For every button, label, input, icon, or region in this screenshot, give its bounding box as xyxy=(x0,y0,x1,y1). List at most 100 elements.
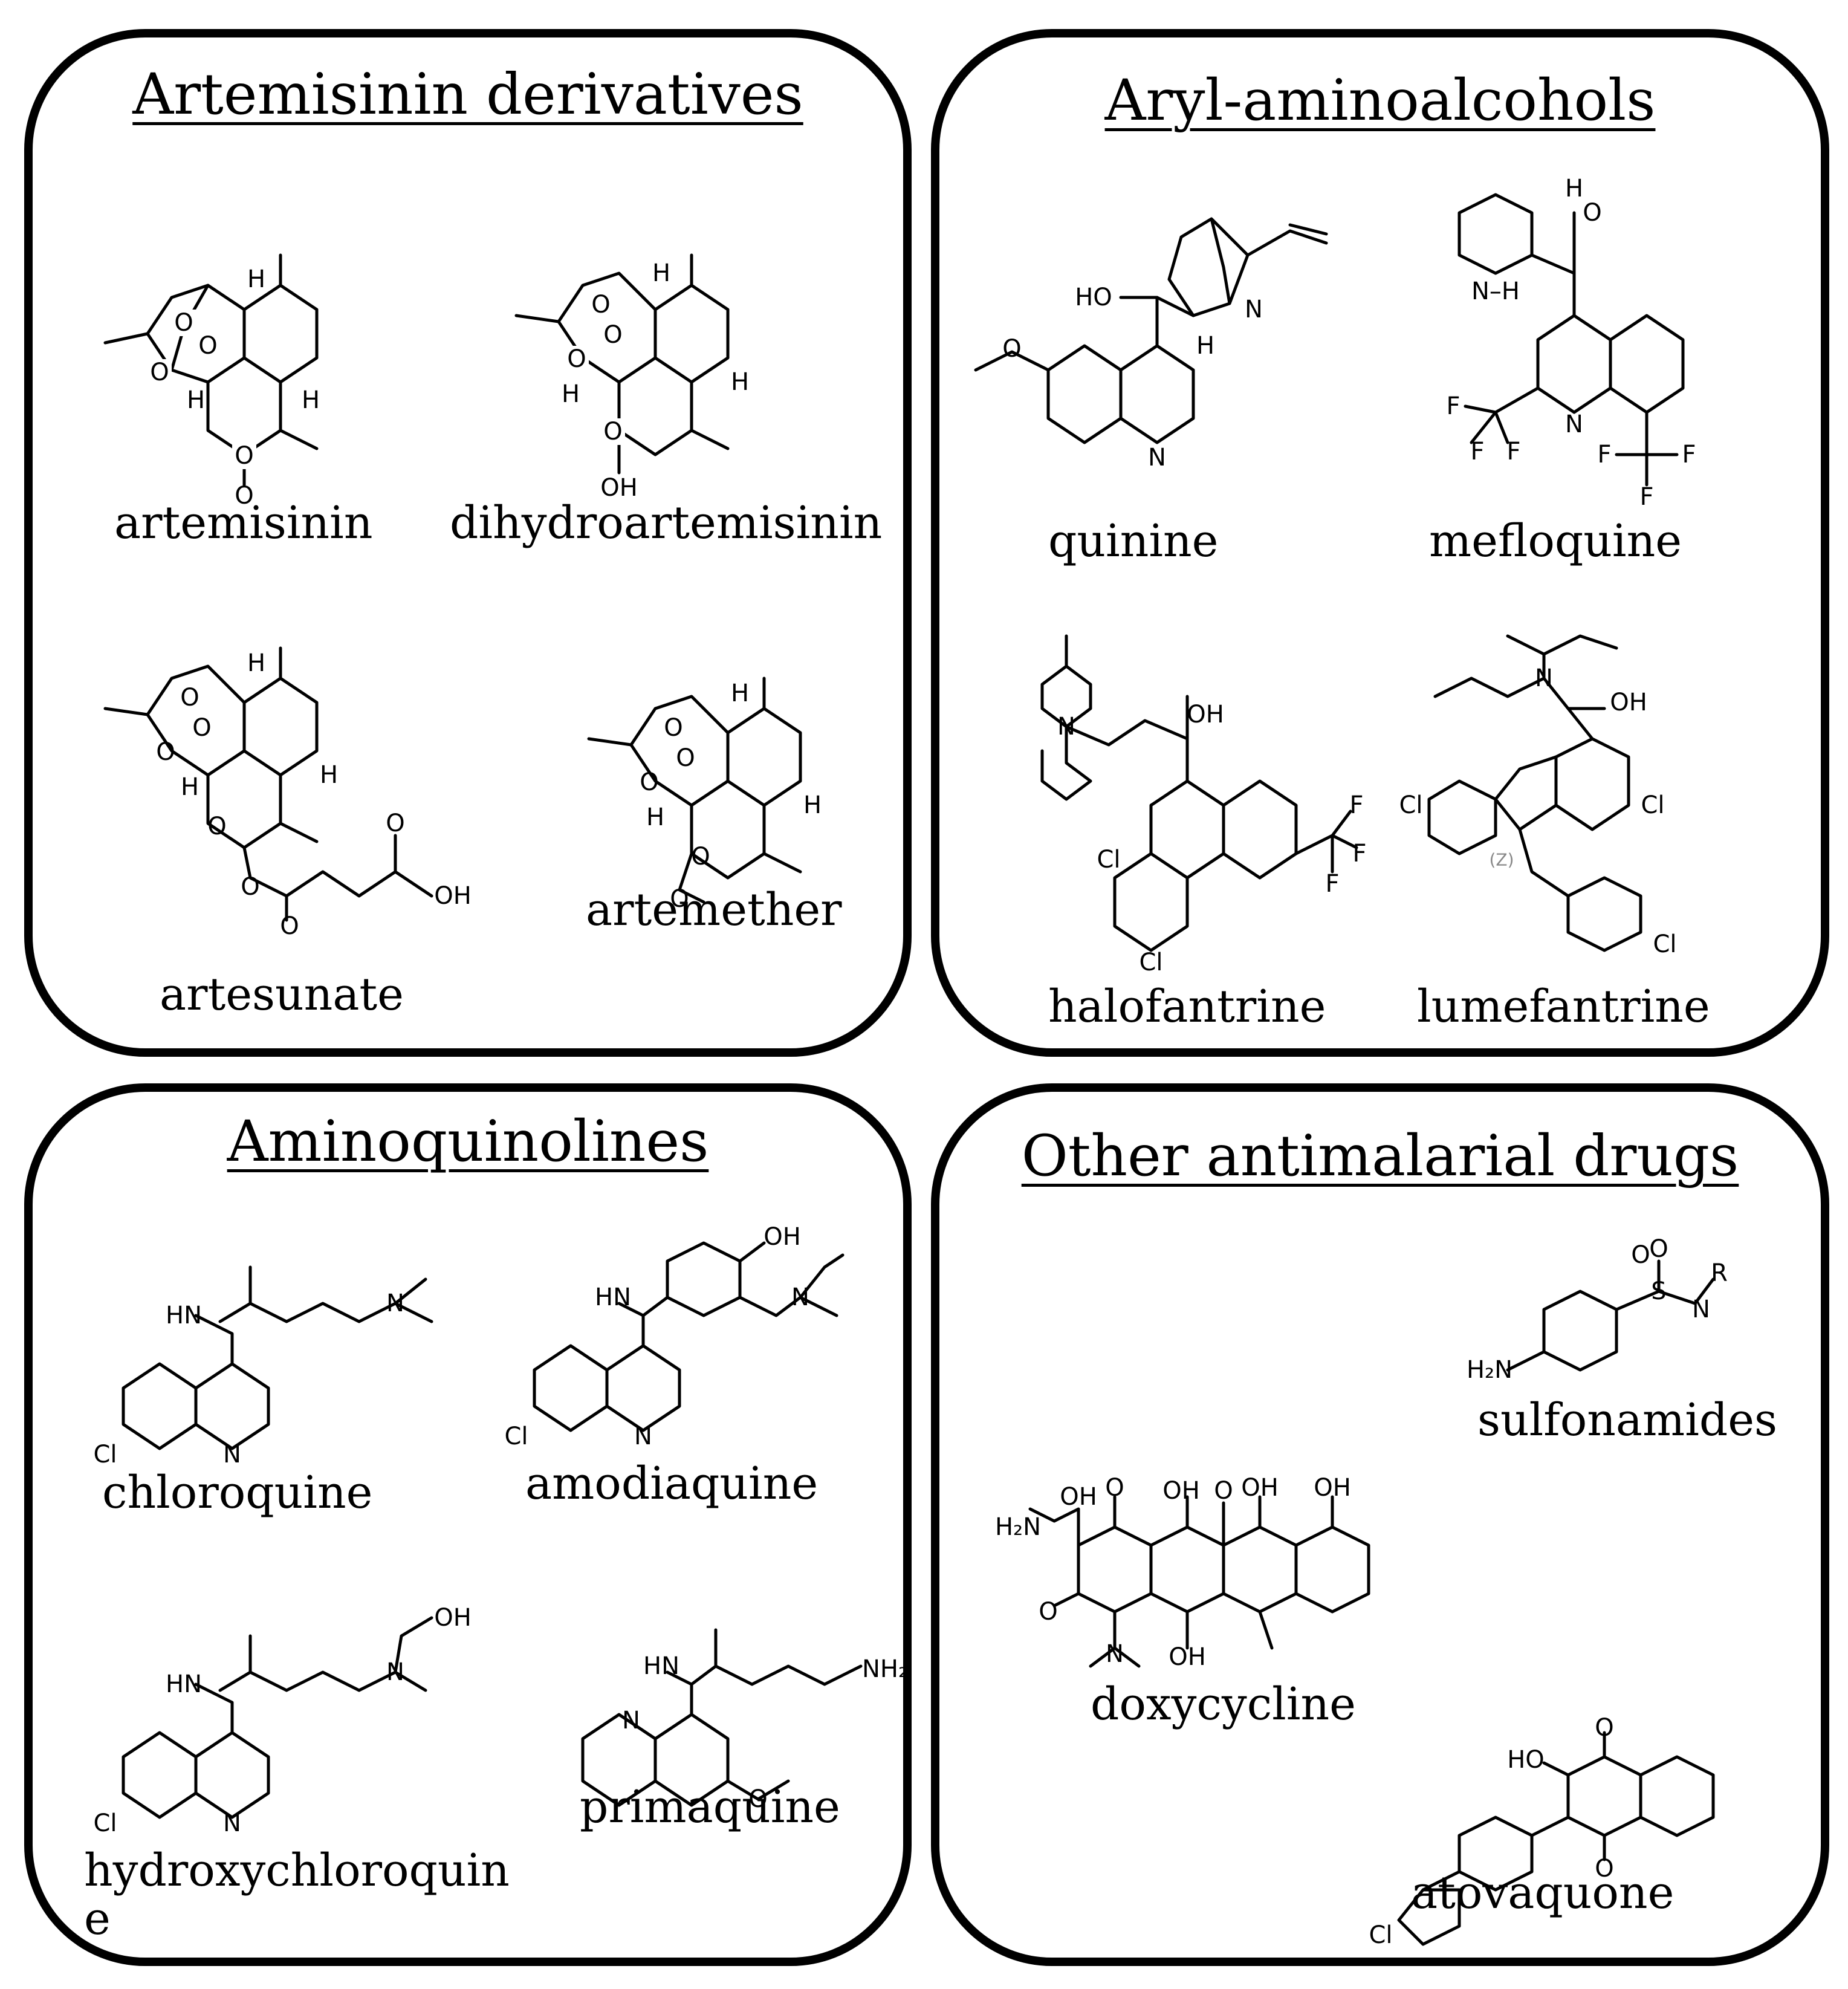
artemisinin-derivatives-panel: Artemisinin derivatives O O O O O H H H … xyxy=(24,29,912,1057)
svg-text:H: H xyxy=(731,680,749,707)
svg-text:O: O xyxy=(235,482,253,510)
artemisinin-structure: O O O O O H H H xyxy=(103,253,320,510)
svg-text:H: H xyxy=(1565,175,1583,203)
svg-text:H₂N: H₂N xyxy=(1467,1356,1512,1384)
svg-text:O: O xyxy=(603,321,622,349)
svg-text:O: O xyxy=(670,885,689,913)
drug-name: lumefantrine xyxy=(1417,981,1710,1033)
svg-text:(Z): (Z) xyxy=(1489,850,1514,870)
artesunate-structure: O O O O O O O OH H H H xyxy=(103,646,472,940)
drug-name: mefloquine xyxy=(1429,515,1682,567)
svg-text:O: O xyxy=(198,332,217,360)
drug-name: chloroquine xyxy=(102,1467,373,1519)
svg-text:OH: OH xyxy=(764,1223,801,1251)
svg-text:N: N xyxy=(1535,664,1553,692)
panel-title: Aryl-aminoalcohols xyxy=(1104,68,1656,134)
svg-text:H: H xyxy=(731,368,749,396)
doxycycline-structure: OH H₂N O OH O OH OH O N OH xyxy=(995,1474,1370,1671)
svg-text:S: S xyxy=(1651,1277,1666,1305)
svg-text:O: O xyxy=(640,768,658,796)
svg-text:F: F xyxy=(1506,438,1520,466)
chloroquine-structure: Cl N HN N xyxy=(93,1265,433,1468)
drug-name: sulfonamides xyxy=(1477,1394,1777,1446)
svg-text:O: O xyxy=(603,418,622,446)
svg-text:O: O xyxy=(1595,1714,1613,1742)
svg-text:N: N xyxy=(634,1423,652,1450)
svg-text:NH₂: NH₂ xyxy=(862,1655,908,1683)
svg-text:O: O xyxy=(664,714,682,742)
svg-text:O: O xyxy=(280,912,299,940)
svg-text:H: H xyxy=(187,386,205,414)
artemether-structure: O O O O O H H H xyxy=(587,677,822,913)
drug-name: artemether xyxy=(586,884,842,936)
amodiaquine-structure: Cl N HN OH N xyxy=(504,1223,845,1450)
svg-text:F: F xyxy=(1352,840,1366,868)
svg-text:H: H xyxy=(646,803,664,831)
svg-text:N–H: N–H xyxy=(1471,277,1520,305)
svg-text:O: O xyxy=(1631,1241,1650,1269)
drug-name: atovaquone xyxy=(1411,1867,1675,1919)
svg-text:OH: OH xyxy=(1241,1474,1279,1502)
svg-text:F: F xyxy=(1639,483,1653,511)
aryl-aminoalcohols-panel: Aryl-aminoalcohols HO N H N O quinine N–… xyxy=(931,29,1829,1057)
svg-text:N: N xyxy=(223,1809,241,1837)
drug-name: primaquine xyxy=(580,1781,840,1833)
svg-text:Cl: Cl xyxy=(1653,930,1676,958)
drug-name: quinine xyxy=(1048,515,1219,567)
svg-text:F: F xyxy=(1325,870,1339,898)
svg-text:R: R xyxy=(1711,1259,1728,1287)
svg-text:N: N xyxy=(1057,713,1075,741)
svg-text:O: O xyxy=(691,843,710,871)
hydroxychloroquine-structure: Cl N HN N OH xyxy=(93,1604,471,1837)
svg-text:O: O xyxy=(235,442,253,470)
svg-text:OH: OH xyxy=(1610,689,1647,716)
svg-text:N: N xyxy=(1148,444,1166,472)
svg-text:HO: HO xyxy=(1075,284,1112,311)
lumefantrine-structure: N OH Cl Cl Cl (Z) xyxy=(1399,634,1677,958)
svg-text:HN: HN xyxy=(595,1283,631,1311)
drug-name: amodiaquine xyxy=(525,1458,819,1510)
svg-text:O: O xyxy=(567,345,586,373)
svg-text:OH: OH xyxy=(1187,701,1224,728)
svg-text:F: F xyxy=(1349,791,1363,819)
svg-text:Cl: Cl xyxy=(504,1423,528,1450)
aminoquinolines-panel: Aminoquinolines Cl N HN N chloroquine Cl… xyxy=(24,1083,912,1966)
svg-text:N: N xyxy=(791,1283,809,1311)
svg-text:H: H xyxy=(652,259,670,287)
svg-text:Cl: Cl xyxy=(1369,1921,1392,1949)
svg-text:F: F xyxy=(1597,441,1611,469)
svg-text:Cl: Cl xyxy=(1139,949,1162,976)
svg-text:N: N xyxy=(1245,296,1263,323)
svg-text:O: O xyxy=(180,684,199,712)
svg-text:O: O xyxy=(676,744,695,772)
svg-text:O: O xyxy=(1583,199,1601,227)
svg-text:O: O xyxy=(591,291,610,319)
panel-title: Aminoquinolines xyxy=(227,1109,709,1175)
svg-text:H: H xyxy=(302,386,320,414)
svg-text:H: H xyxy=(181,773,199,801)
svg-text:Cl: Cl xyxy=(93,1441,117,1468)
svg-text:O: O xyxy=(150,359,169,386)
svg-text:H₂N: H₂N xyxy=(995,1513,1041,1541)
svg-text:HN: HN xyxy=(166,1302,202,1329)
svg-text:O: O xyxy=(1649,1235,1668,1263)
svg-text:N: N xyxy=(1692,1296,1710,1323)
svg-text:O: O xyxy=(748,1785,767,1813)
svg-text:OH: OH xyxy=(1060,1483,1097,1511)
drug-name-wrap: e xyxy=(84,1893,111,1945)
svg-text:N: N xyxy=(223,1441,241,1468)
svg-text:H: H xyxy=(320,761,338,789)
svg-text:OH: OH xyxy=(1169,1643,1206,1671)
svg-text:Cl: Cl xyxy=(93,1809,117,1837)
mefloquine-structure: N–H O H N F F F F F F xyxy=(1446,175,1696,511)
dihydroartemisinin-structure: O O O O OH H H H xyxy=(514,253,749,502)
svg-text:Cl: Cl xyxy=(1399,791,1422,819)
svg-text:HN: HN xyxy=(166,1670,202,1698)
svg-text:O: O xyxy=(192,714,211,742)
svg-text:OH: OH xyxy=(600,474,638,502)
svg-text:F: F xyxy=(1682,441,1696,469)
svg-text:O: O xyxy=(1039,1598,1057,1626)
atovaquone-structure: O O HO Cl xyxy=(1369,1714,1715,1949)
svg-text:H: H xyxy=(562,380,580,408)
panel-title: Artemisinin derivatives xyxy=(132,62,803,128)
